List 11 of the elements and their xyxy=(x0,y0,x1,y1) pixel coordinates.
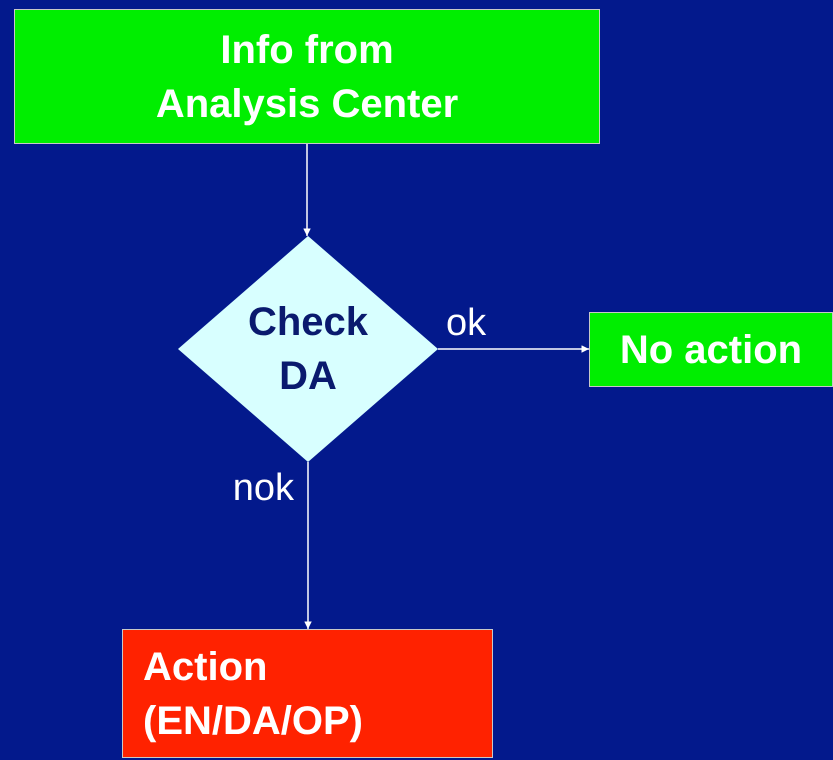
decision-diamond xyxy=(178,236,438,462)
process-box xyxy=(589,312,833,387)
node-label: Check DA xyxy=(246,299,370,400)
node-label: Info from Analysis Center xyxy=(154,26,460,128)
node-label: No action xyxy=(620,326,802,374)
node-label: Action (EN/DA/OP) xyxy=(143,644,364,744)
arrow xyxy=(438,345,589,353)
arrow xyxy=(303,144,311,236)
process-box xyxy=(14,9,600,144)
arrow xyxy=(304,462,312,629)
action-box xyxy=(122,629,493,758)
